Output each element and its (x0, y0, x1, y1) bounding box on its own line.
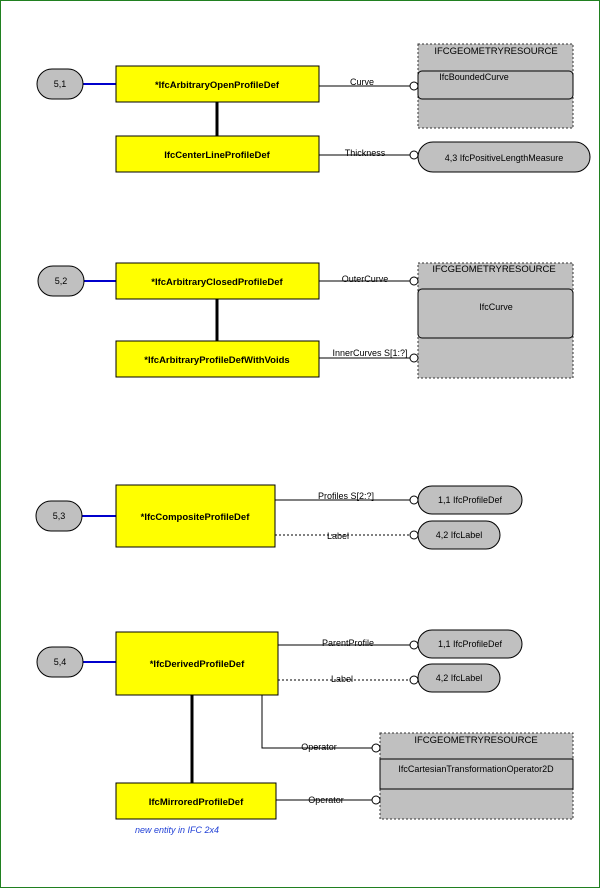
relation-operator-mirrored[interactable]: Operator (276, 795, 381, 805)
type-ref-label: 1,1 IfcProfileDef (438, 495, 503, 505)
type-ref-label: 1,1 IfcProfileDef (438, 639, 503, 649)
page-ref-label: 5,4 (54, 657, 67, 667)
relation-label: Operator (308, 795, 344, 805)
group-title: IFCGEOMETRYRESOURCE (414, 735, 537, 746)
relation-curve[interactable]: Curve (319, 77, 419, 91)
entity-label: *IfcDerivedProfileDef (150, 659, 245, 670)
entity-ifc-arbitrary-profile-def-with-voids[interactable]: *IfcArbitraryProfileDefWithVoids (115, 340, 320, 378)
relation-label: ParentProfile (322, 638, 374, 648)
page-ref-label: 5,3 (53, 511, 66, 521)
group-title: IFCGEOMETRYRESOURCE (434, 46, 557, 57)
relation-label: InnerCurves S[1:?] (332, 348, 407, 358)
entity-label: *IfcCompositeProfileDef (141, 512, 251, 523)
new-entity-note: new entity in IFC 2x4 (135, 825, 219, 835)
group-item-label: IfcCurve (479, 302, 513, 312)
entity-label: IfcCenterLineProfileDef (164, 150, 270, 161)
relation-label-dashed[interactable]: Label (275, 530, 419, 541)
page-ref-5-4[interactable]: 5,4 (36, 646, 116, 678)
relation-label: Thickness (345, 148, 386, 158)
entity-label: *IfcArbitraryProfileDefWithVoids (144, 355, 289, 366)
relation-profiles[interactable]: Profiles S[2:?] (275, 491, 419, 505)
entity-ifc-derived-profile-def[interactable]: *IfcDerivedProfileDef (115, 631, 279, 696)
relation-label: Label (327, 531, 349, 541)
relation-inner-curves[interactable]: InnerCurves S[1:?] (319, 348, 419, 363)
relation-label: Label (331, 674, 353, 684)
page-ref-5-2[interactable]: 5,2 (37, 265, 116, 297)
entity-ifc-mirrored-profile-def[interactable]: IfcMirroredProfileDef (115, 782, 277, 820)
type-ref-ifc-profile-def-2[interactable]: 1,1 IfcProfileDef (417, 629, 523, 659)
type-ref-ifc-label-2[interactable]: 4,2 IfcLabel (417, 663, 501, 693)
group-item-label: IfcBoundedCurve (439, 72, 509, 82)
entity-ifc-center-line-profile-def[interactable]: IfcCenterLineProfileDef (115, 135, 320, 173)
relation-parent-profile[interactable]: ParentProfile (278, 638, 419, 650)
relation-label: Profiles S[2:?] (318, 491, 374, 501)
group-geometry-resource-2[interactable]: IFCGEOMETRYRESOURCE IfcCurve (417, 262, 574, 379)
page-ref-label: 5,1 (54, 79, 67, 89)
relation-label: Curve (350, 77, 374, 87)
type-ref-label: 4,2 IfcLabel (436, 530, 483, 540)
type-ref-ifc-profile-def[interactable]: 1,1 IfcProfileDef (417, 485, 523, 515)
entity-label: *IfcArbitraryClosedProfileDef (151, 277, 283, 288)
entity-label: *IfcArbitraryOpenProfileDef (155, 80, 280, 91)
group-title: IFCGEOMETRYRESOURCE (432, 264, 555, 275)
relation-label: OuterCurve (342, 274, 389, 284)
page-ref-5-3[interactable]: 5,3 (35, 500, 116, 532)
relation-operator-derived[interactable]: Operator (261, 695, 381, 753)
group-geometry-resource-1[interactable]: IFCGEOMETRYRESOURCE IfcBoundedCurve (417, 43, 574, 129)
page-ref-label: 5,2 (55, 276, 68, 286)
relation-label: Operator (301, 742, 337, 752)
entity-ifc-arbitrary-closed-profile-def[interactable]: *IfcArbitraryClosedProfileDef (115, 262, 320, 300)
entity-ifc-arbitrary-open-profile-def[interactable]: *IfcArbitraryOpenProfileDef (115, 65, 320, 103)
group-geometry-resource-3[interactable]: IFCGEOMETRYRESOURCE IfcCartesianTransfor… (379, 732, 574, 820)
relation-outer-curve[interactable]: OuterCurve (319, 274, 419, 286)
group-item-label: IfcCartesianTransformationOperator2D (398, 764, 554, 774)
type-ref-label: 4,3 IfcPositiveLengthMeasure (445, 153, 564, 163)
page-ref-5-1[interactable]: 5,1 (36, 68, 116, 100)
entity-label: IfcMirroredProfileDef (149, 797, 244, 808)
entity-ifc-composite-profile-def[interactable]: *IfcCompositeProfileDef (115, 484, 276, 548)
type-ref-ifc-positive-length-measure[interactable]: 4,3 IfcPositiveLengthMeasure (417, 141, 591, 173)
relation-label-dashed-2[interactable]: Label (278, 674, 419, 685)
type-ref-ifc-label[interactable]: 4,2 IfcLabel (417, 520, 501, 550)
relation-thickness[interactable]: Thickness (319, 148, 419, 160)
type-ref-label: 4,2 IfcLabel (436, 673, 483, 683)
